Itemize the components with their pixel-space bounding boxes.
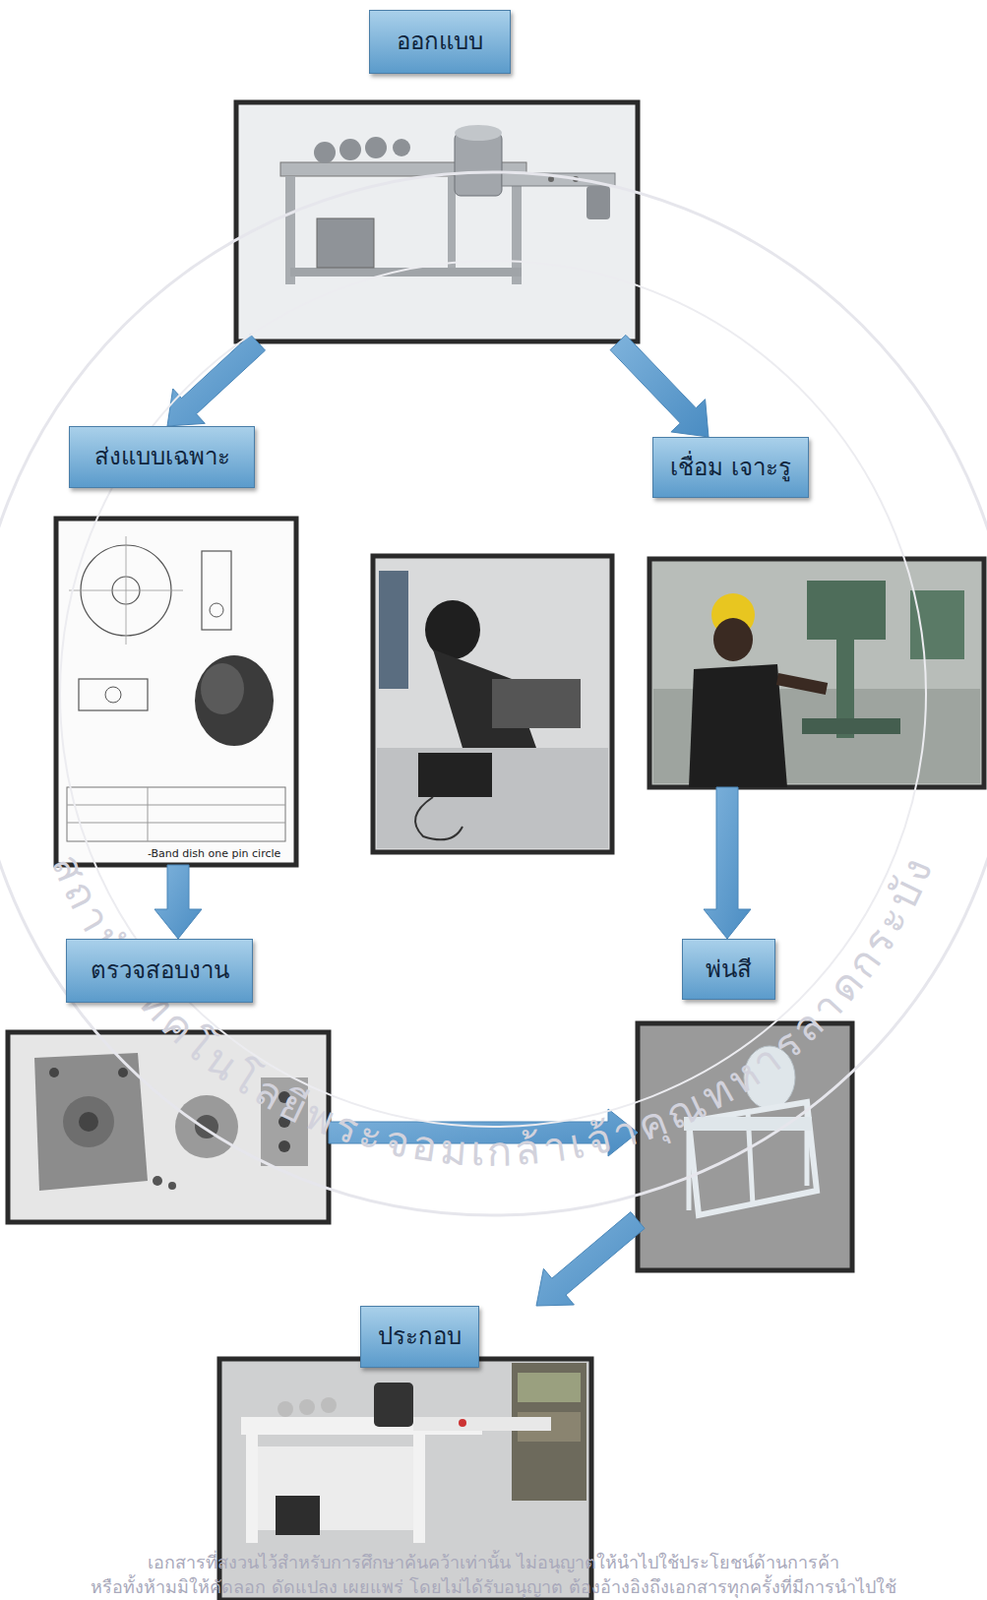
parts-photo: [7, 1032, 329, 1223]
cad-photo: [236, 102, 638, 342]
step-label: ส่งแบบเฉพาะ: [94, 442, 231, 472]
flow-arrow: [610, 334, 709, 437]
step-label-box: พ่นสี: [681, 938, 776, 1000]
flow-arrow: [328, 1109, 638, 1157]
step-label-box: เชื่อม เจาะรู: [652, 436, 809, 498]
process-step: พ่นสี: [637, 938, 853, 1271]
step-label: เชื่อม เจาะรู: [670, 453, 792, 483]
flow-arrow: [536, 1212, 645, 1306]
step-label-box: ประกอบ: [360, 1305, 480, 1368]
drawing-photo: [56, 518, 297, 865]
flow-arrow: [154, 864, 202, 939]
watermark-text: หรือทั้งห้ามมิให้คัดลอก ดัดแปลง เผยแพร่ …: [0, 1576, 987, 1599]
process-step: ออกแบบ: [236, 9, 638, 343]
step-label-box: ตรวจสอบงาน: [65, 938, 253, 1003]
process-step: ส่งแบบเฉพาะ: [56, 426, 297, 865]
process-step: ตรวจสอบงาน: [7, 938, 329, 1223]
step-label: พ่นสี: [705, 955, 752, 985]
step-label-box: ส่งแบบเฉพาะ: [68, 426, 255, 489]
welding-photo: [372, 555, 613, 853]
drilling-photo: [649, 558, 985, 788]
seal-text-path: สถาบันเทคโนโลยีพระจอมเกล้าเจ้าคุณทหารลาด…: [42, 847, 943, 1176]
painted-frame-photo: [637, 1023, 853, 1271]
flow-arrow: [167, 334, 266, 427]
step-label: ตรวจสอบงาน: [90, 956, 230, 986]
flow-arrow: [703, 787, 751, 939]
seal-text: สถาบันเทคโนโลยีพระจอมเกล้าเจ้าคุณทหารลาด…: [42, 847, 943, 1176]
drawing-note: -Band dish one pin circle: [147, 847, 292, 861]
step-label: ประกอบ: [377, 1322, 462, 1352]
step-label-box: ออกแบบ: [369, 9, 511, 74]
process-step: เชื่อม เจาะรู: [649, 436, 985, 788]
watermark-text: เอกสารที่สงวนไว้สำหรับการศึกษาค้นคว้าเท่…: [0, 1551, 987, 1574]
step-label: ออกแบบ: [396, 27, 484, 57]
